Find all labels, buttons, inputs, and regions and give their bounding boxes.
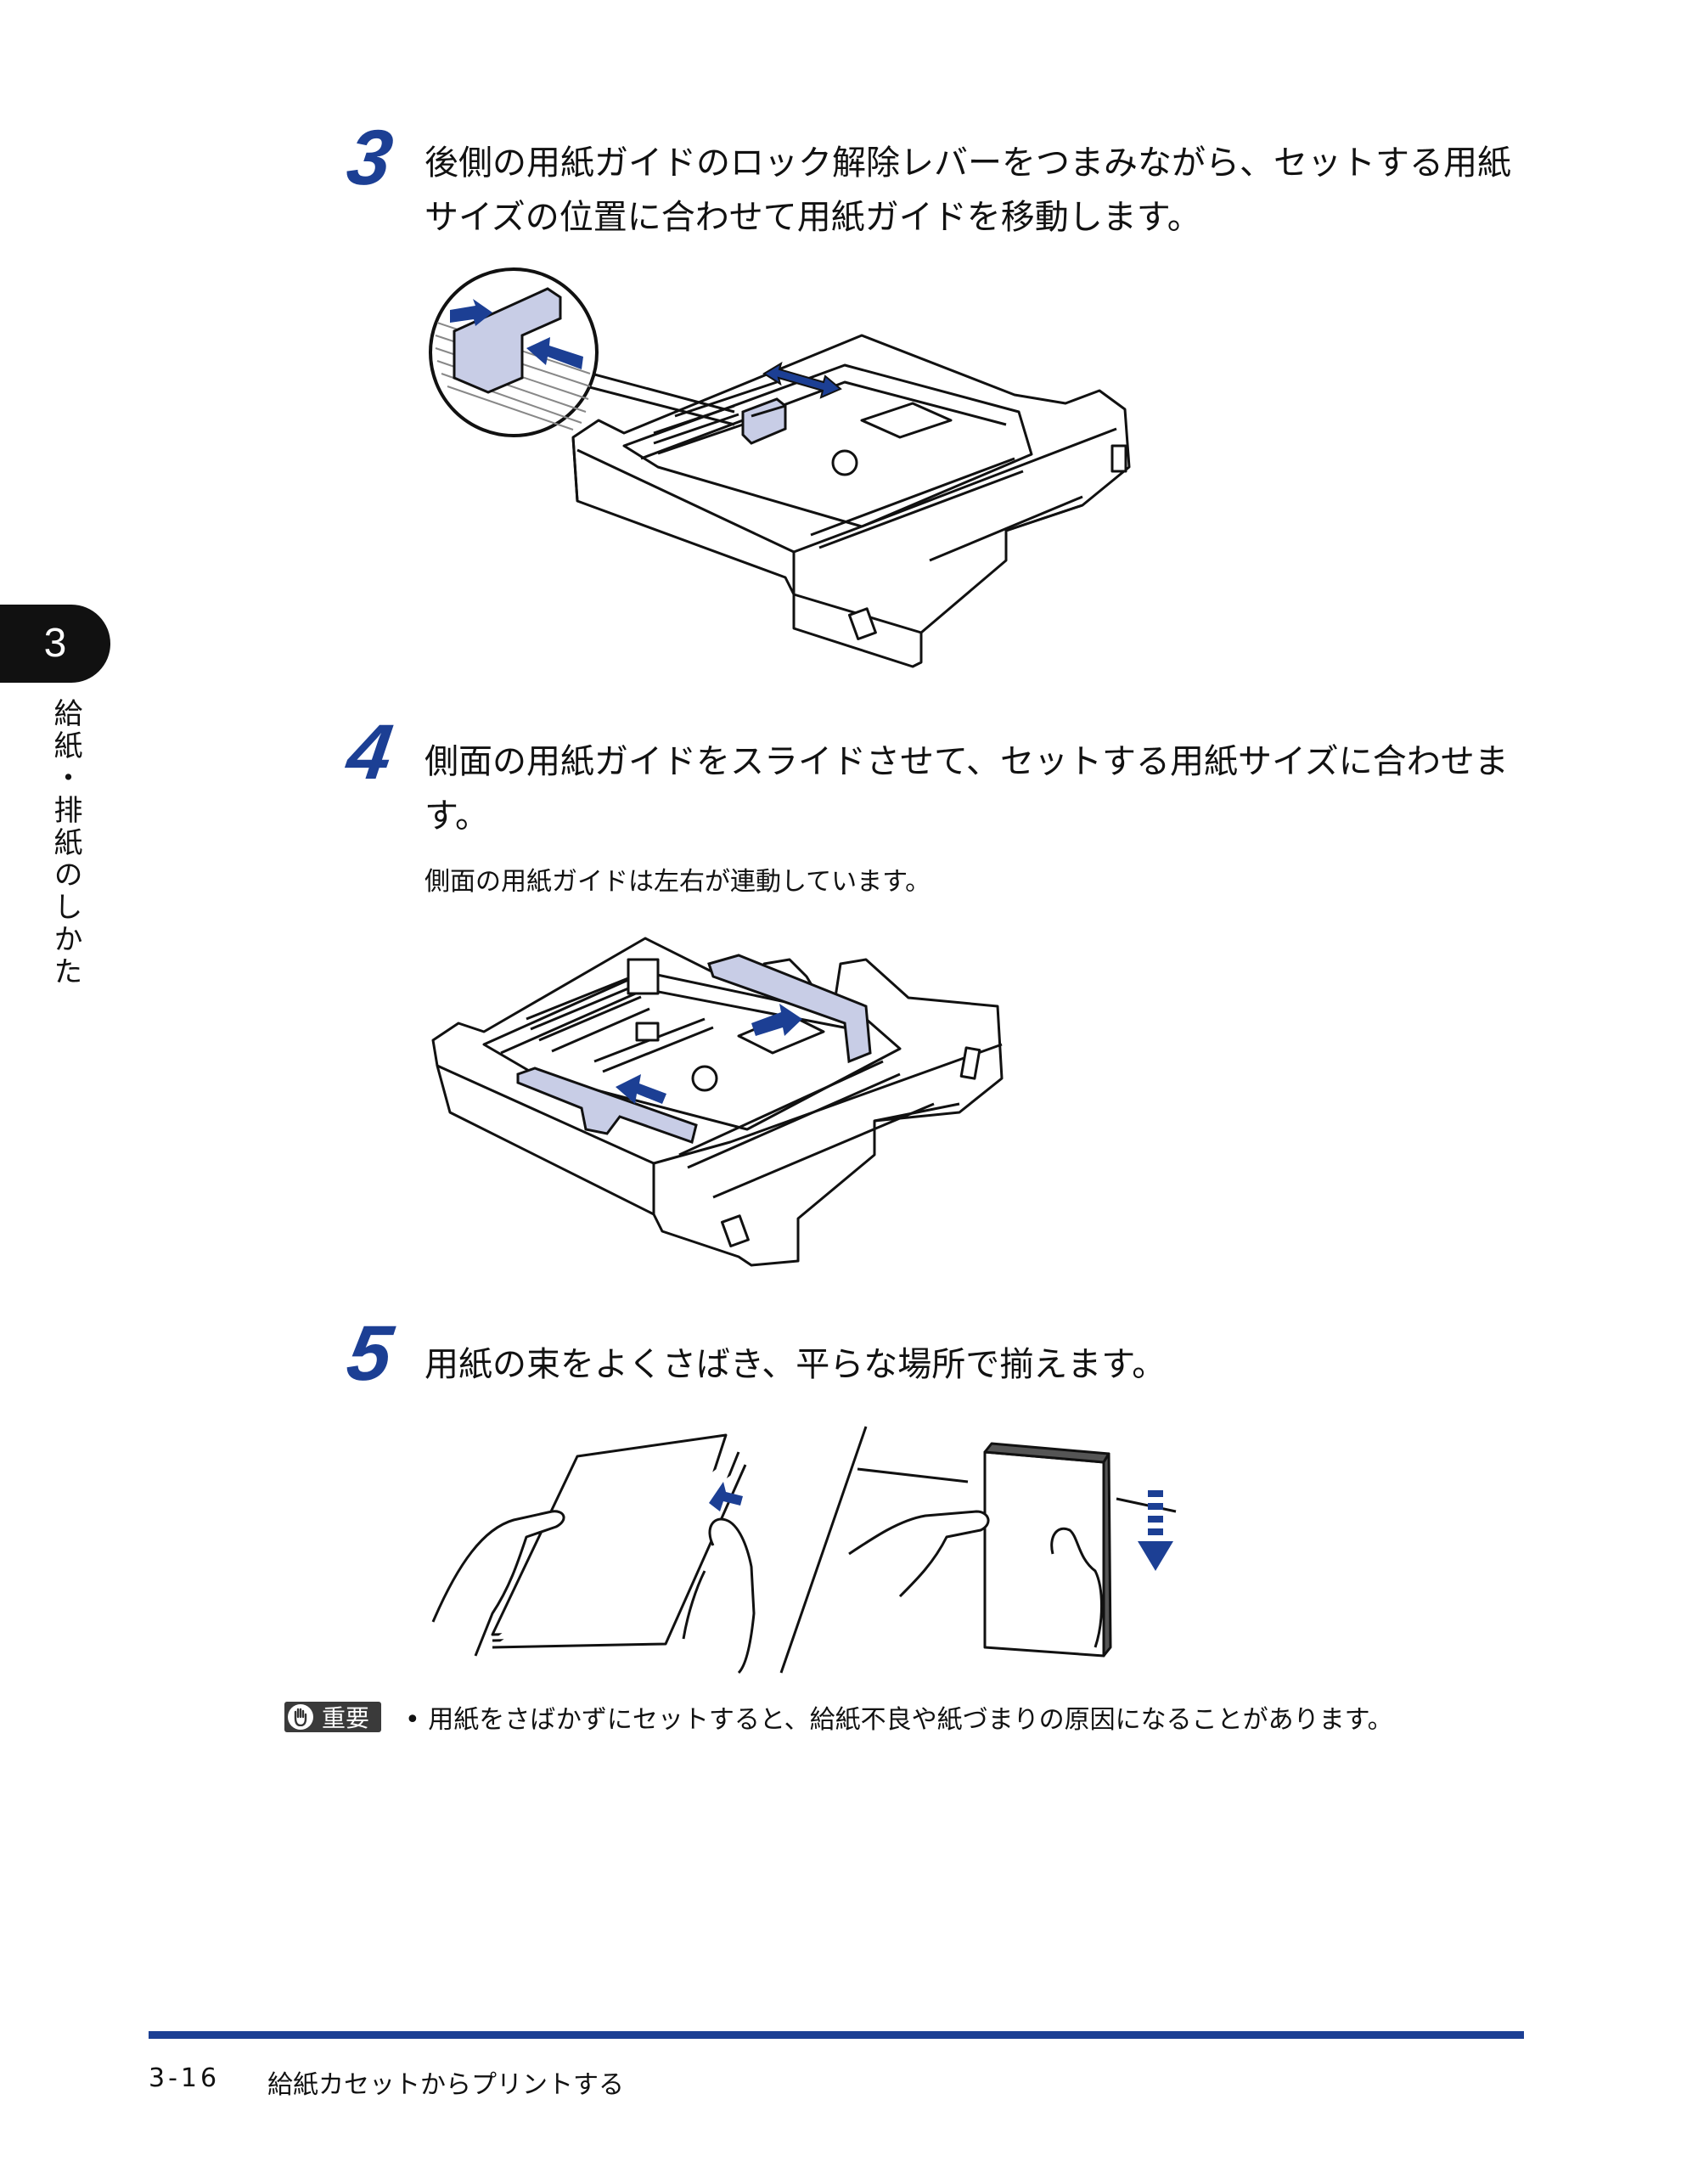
step-3-text: 後側の用紙ガイドのロック解除レバーをつまみながら、セットする用紙サイズの位置に合… [424,144,1511,237]
step-5-number: 5 [341,1310,398,1397]
step-5-text: 用紙の束をよくさばき、平らな場所で揃えます。 [424,1345,1167,1384]
chapter-label: 給紙・排紙のしかた [48,698,82,988]
tray-guide-back-illustration [429,267,1131,668]
step-4-note: 側面の用紙ガイドは左右が連動しています。 [424,867,931,897]
footer-rule [149,2031,1524,2039]
important-text: • 用紙をさばかずにセットすると、給紙不良や紙づまりの原因になることがあります。 [405,1705,1393,1735]
fan-and-align-paper-illustration [431,1426,1177,1675]
chapter-tab: 3 [0,605,110,683]
important-label: 重要 [322,1704,370,1732]
step-4-text: 側面の用紙ガイドをスライドさせて、セットする用紙サイズに合わせます。 [424,742,1509,836]
footer-title: 給紙カセットからプリントする [267,2070,624,2100]
important-badge: 重要 [284,1702,382,1732]
step-4-number: 4 [341,709,398,796]
step-3-number: 3 [341,115,398,201]
important-note: 重要 • 用紙をさばかずにセットすると、給紙不良や紙づまりの原因になることがあり… [284,1700,1393,1735]
tray-guide-side-illustration [431,937,1004,1267]
page-number: 3-16 [149,2063,221,2093]
hand-icon [288,1704,313,1730]
